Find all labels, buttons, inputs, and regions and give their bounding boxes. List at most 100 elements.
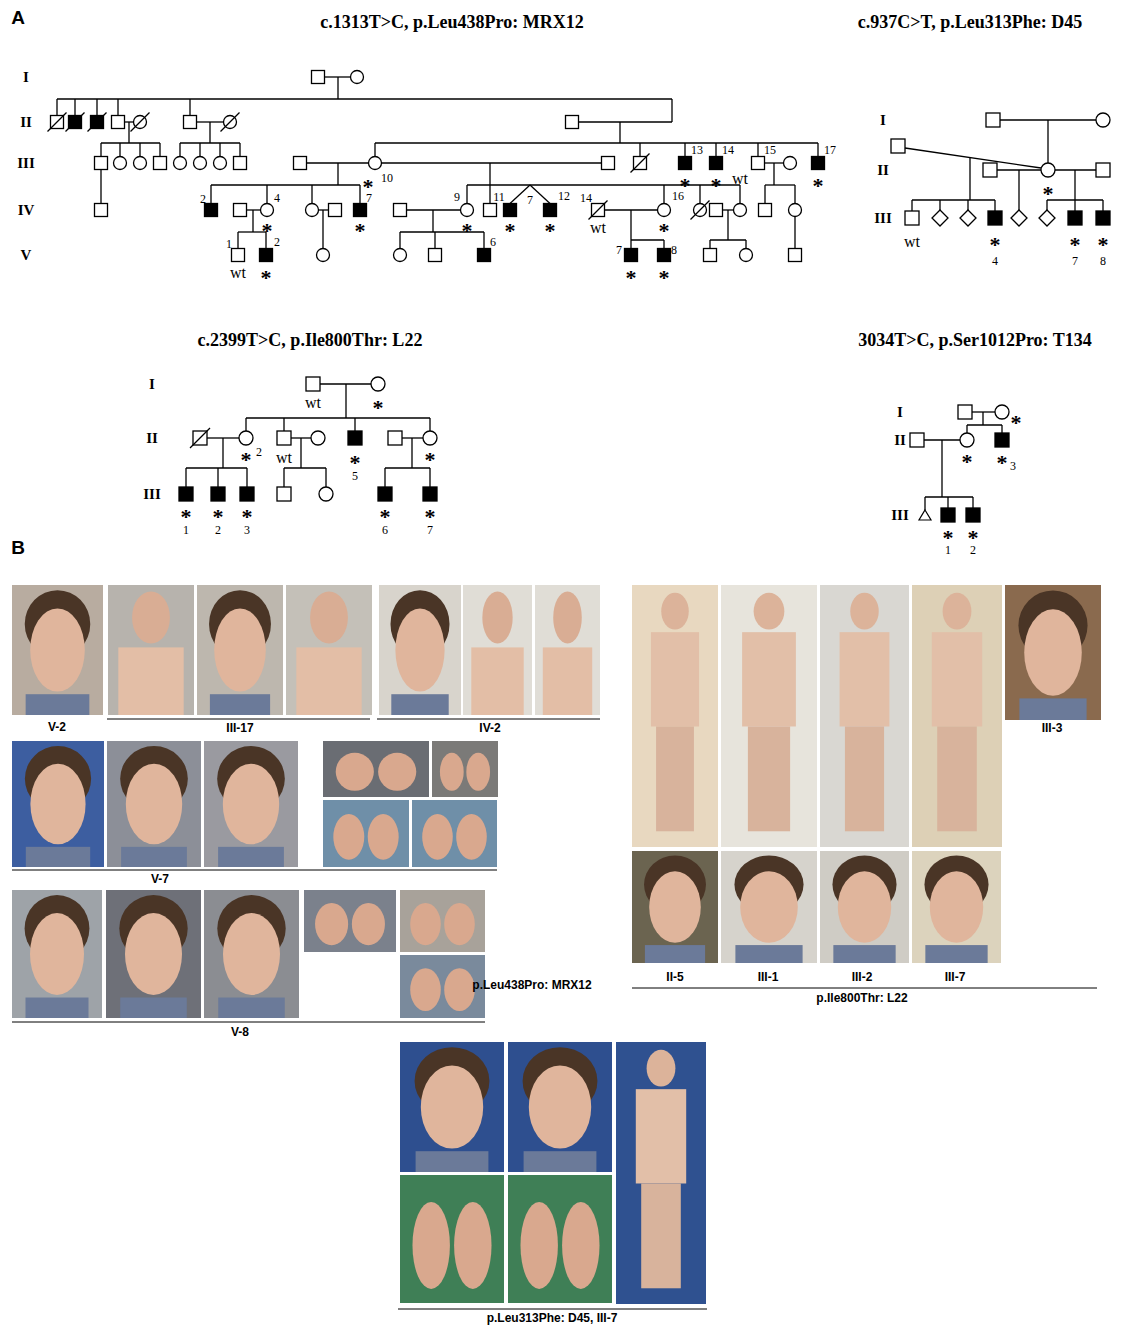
individual-number: 14 — [722, 143, 734, 158]
male-symbol — [277, 431, 291, 445]
photo-torso — [840, 632, 890, 726]
wild-type-mark: wt — [732, 170, 748, 188]
photo-frame — [463, 585, 532, 715]
individual-number: 7 — [1072, 254, 1078, 269]
pedigree-line — [982, 412, 983, 425]
male-symbol — [240, 487, 254, 501]
female-symbol — [311, 431, 325, 445]
pedigree-line — [399, 232, 400, 249]
pedigree-line — [709, 240, 710, 249]
individual-number: 7 — [427, 523, 433, 538]
photo-hand — [368, 814, 399, 860]
pedigree-line — [48, 113, 67, 132]
carrier-asterisk: * — [505, 218, 516, 244]
pedigree-line — [185, 468, 186, 487]
pedigree-line — [757, 143, 758, 157]
female-symbol — [369, 157, 382, 170]
photo-frame — [12, 890, 102, 1018]
male-symbol — [388, 431, 402, 445]
photo-frame — [632, 851, 718, 963]
male-symbol — [891, 139, 905, 153]
pedigree-line — [128, 122, 129, 143]
pedigree-line — [684, 143, 685, 157]
photo-frame — [632, 585, 718, 847]
panel-letter: A — [11, 7, 25, 29]
photo-face — [30, 608, 85, 691]
male-symbol — [658, 249, 671, 262]
photo-hand — [410, 968, 441, 1011]
male-symbol — [759, 204, 772, 217]
photo-caption: III-3 — [1042, 721, 1063, 735]
photo-frame — [204, 741, 298, 867]
photo-caption: V-2 — [48, 720, 66, 734]
photo-hand — [466, 753, 490, 791]
pedigree-line — [630, 240, 631, 249]
photo-frame — [535, 585, 600, 715]
male-symbol — [348, 431, 362, 445]
carrier-asterisk: * — [262, 218, 273, 244]
female-symbol — [319, 487, 333, 501]
female-symbol — [261, 204, 274, 217]
male-symbol — [1096, 211, 1110, 225]
photo-frame — [204, 890, 299, 1018]
photo-torso — [543, 647, 592, 715]
photo-frame — [323, 741, 429, 797]
male-symbol — [752, 157, 765, 170]
photo-caption: III-1 — [758, 970, 779, 984]
photo-hand — [315, 903, 348, 945]
photo-caption: II-5 — [666, 970, 683, 984]
caption-underline — [107, 719, 370, 720]
pedigree-title: c.1313T>C, p.Leu438Pro: MRX12 — [320, 12, 583, 33]
photo-frame — [400, 955, 485, 1018]
carrier-asterisk: * — [373, 395, 384, 421]
male-symbol — [294, 157, 307, 170]
unknown-sex-symbol — [960, 210, 976, 226]
individual-number: 9 — [454, 190, 460, 205]
pedigree-line — [631, 154, 650, 173]
male-symbol — [1096, 163, 1110, 177]
pedigree-line — [245, 418, 246, 431]
male-symbol — [966, 508, 980, 522]
photo-shirt — [26, 694, 90, 715]
pedigree-line — [764, 185, 765, 204]
photo-frame — [286, 585, 372, 715]
individual-number: 2 — [970, 543, 976, 558]
photo-hand — [336, 753, 374, 791]
generation-numeral: I — [23, 69, 29, 86]
photo-frame — [412, 800, 497, 867]
pedigree-line — [1001, 425, 1002, 433]
female-symbol — [784, 157, 797, 170]
generation-numeral: III — [17, 155, 35, 172]
photo-hand — [520, 1202, 557, 1289]
pedigree-line — [322, 210, 323, 249]
photo-frame — [400, 1042, 504, 1172]
photo-torso — [742, 632, 796, 726]
pedigree-line — [359, 185, 360, 204]
pedigree-line — [619, 122, 620, 143]
male-symbol — [983, 163, 997, 177]
photo-hand — [444, 903, 475, 945]
pedigree-line — [489, 185, 490, 204]
male-symbol — [988, 211, 1002, 225]
panel-letter: B — [11, 537, 25, 559]
photo-frame — [508, 1175, 612, 1303]
male-symbol — [277, 487, 291, 501]
photo-shirt — [524, 1151, 597, 1172]
male-symbol — [484, 204, 497, 217]
pedigree-line — [100, 143, 101, 157]
photo-frame — [323, 800, 409, 867]
pedigree-line — [209, 122, 210, 143]
male-symbol — [986, 113, 1000, 127]
individual-number: 13 — [691, 143, 703, 158]
generation-numeral: I — [897, 404, 903, 421]
pedigree-line — [345, 384, 346, 418]
pedigree-line — [300, 438, 301, 468]
pedigree-line — [66, 113, 85, 132]
photo-shirt — [1019, 698, 1086, 720]
pedigree-line — [467, 184, 740, 185]
carrier-asterisk: * — [241, 447, 252, 473]
photo-head — [553, 592, 582, 644]
male-symbol — [941, 508, 955, 522]
pedigree-line — [924, 497, 925, 510]
